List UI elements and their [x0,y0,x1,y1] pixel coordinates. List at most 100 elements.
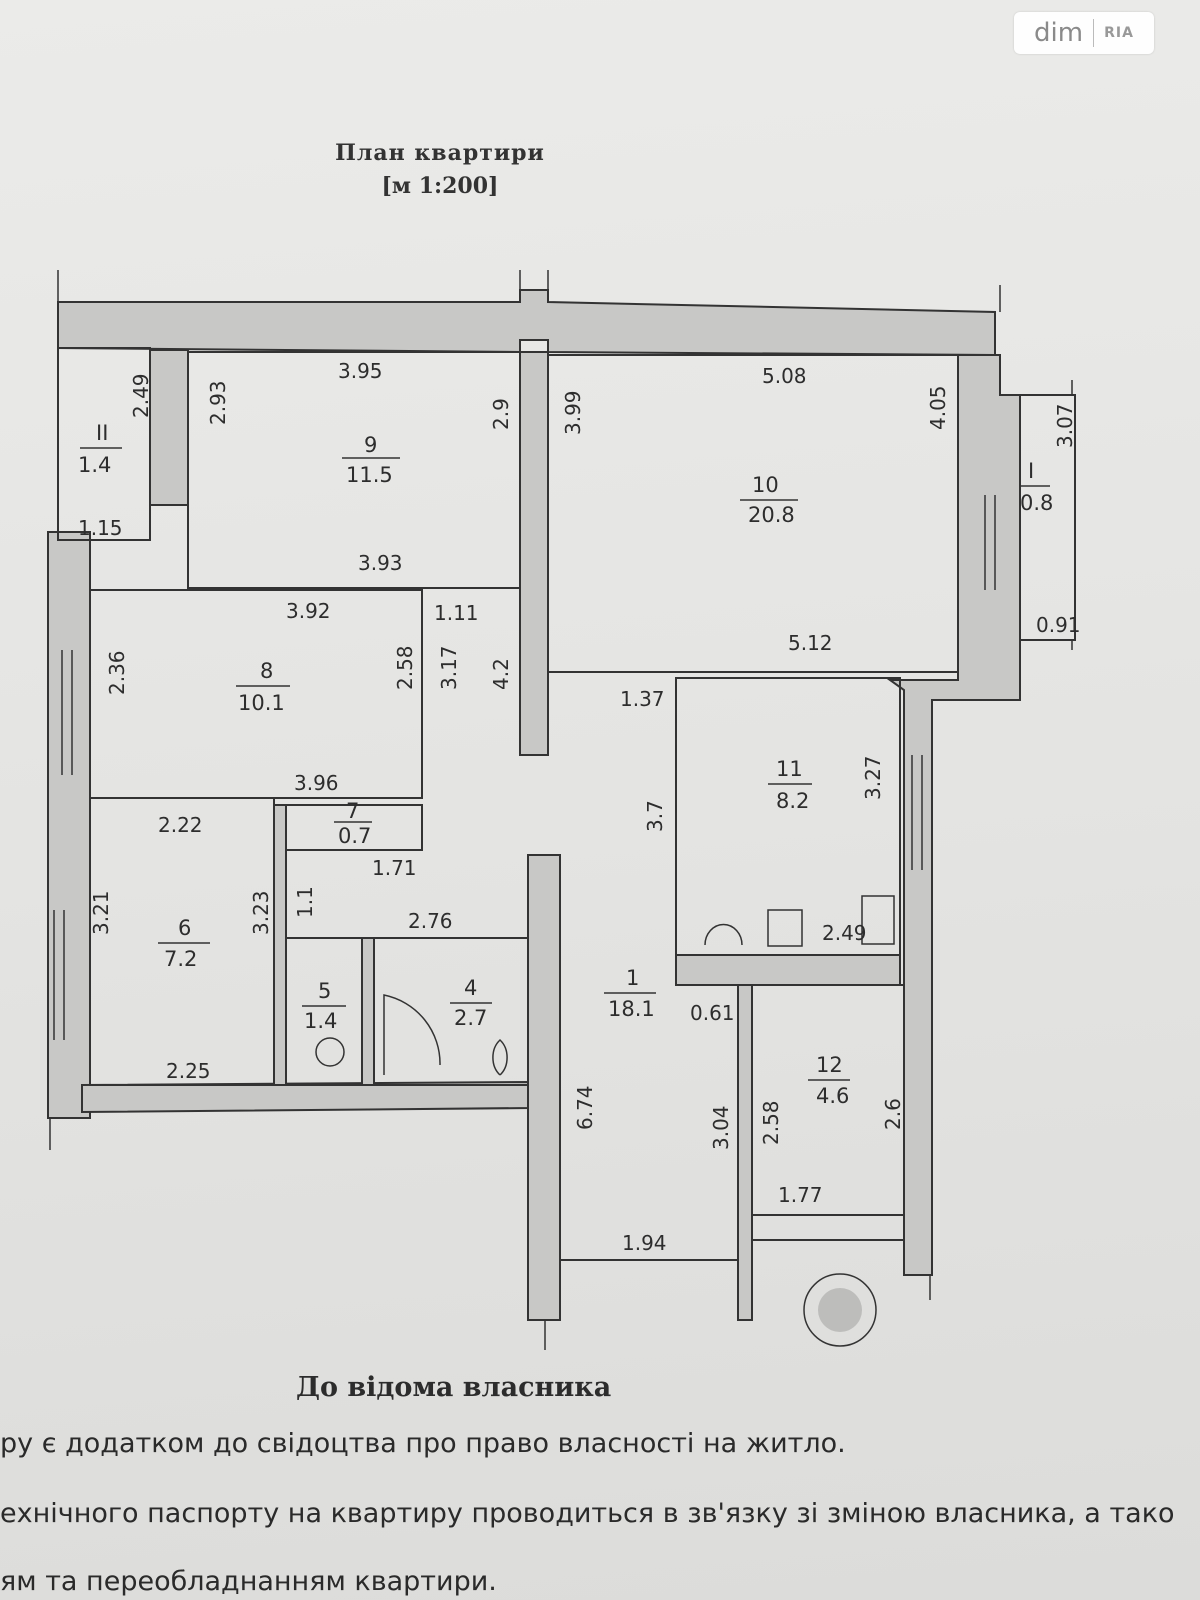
dim-label: 1.37 [620,687,665,711]
window-room-8 [61,650,73,775]
room-number: 11 [776,757,803,781]
watermark-brand-dim: dim [1034,18,1084,48]
dim-label: 5.12 [788,631,833,655]
dim-label: 3.96 [294,771,339,795]
dim-label: 0.61 [690,1001,735,1025]
dim-label: 3.23 [249,890,273,935]
owner-notice-line-1: ру є додатком до свідоцтва про право вла… [0,1428,846,1459]
dim-label: 2.22 [158,813,203,837]
wall-top [57,289,996,357]
outline-room-9 [187,351,521,589]
dim-label: 3.27 [861,755,885,800]
dim-label: 0.91 [1036,613,1081,637]
wall-left [47,531,91,1119]
outline-loggia [1010,394,1076,641]
dim-label: 3.7 [643,800,667,832]
dim-label: 2.49 [129,373,153,418]
wall-bottom-left [81,1080,531,1114]
wall-partition-closet [149,349,189,506]
dim-label: 2.9 [489,398,513,430]
watermark-brand-ria: RIA [1104,25,1134,41]
dim-label: 1.1 [293,886,317,918]
window-room-10 [984,495,996,590]
dim-label: 3.95 [338,359,383,383]
room-number: I [1028,459,1034,483]
wall-center-upper [519,351,549,756]
dim-label: 1.71 [372,856,417,880]
toilet-icon [315,1037,345,1067]
outline-room-closet [57,347,151,541]
room-area: 0.7 [338,824,371,848]
dim-label: 1.77 [778,1183,823,1207]
reference-ticks [49,270,1001,1350]
dim-label: 4.2 [489,658,513,690]
room-area: 0.8 [1020,491,1053,515]
room-number: 7 [346,799,359,823]
room-labels: II 1.4 9 11.5 10 20.8 I 0.8 8 10.1 11 8.… [78,421,1053,1108]
dim-label: 2.36 [105,650,129,695]
dim-label: 2.58 [393,645,417,690]
wall-partition-5-4 [361,937,375,1086]
room-area: 8.2 [776,789,809,813]
outline-room-7 [285,804,423,851]
walls [47,289,1021,1321]
room-outlines [57,347,1076,1261]
boiler-icon [861,895,895,945]
room-number: 5 [318,979,331,1003]
room-number: II [96,421,108,445]
dim-label: 4.05 [926,385,950,430]
room-number: 4 [464,976,477,1000]
dim-label: 3.21 [89,890,113,935]
dim-label: 2.49 [822,921,867,945]
outline-room-5 [285,937,363,1086]
room-area: 10.1 [238,691,285,715]
dim-label: 3.93 [358,551,403,575]
outline-room-8 [89,589,423,799]
shower-icon [383,994,441,1075]
dim-label: 1.94 [622,1231,667,1255]
watermark-separator [1093,19,1095,47]
wall-partition-6-5 [273,804,287,1086]
room-area: 7.2 [164,947,197,971]
wall-center-lower [527,854,561,1321]
room-number: 8 [260,659,273,683]
room-number: 10 [752,473,779,497]
room-area: 11.5 [346,463,393,487]
room-area: 4.6 [816,1084,849,1108]
outline-room-10 [547,354,959,673]
outline-room-12-shelf [751,1214,905,1241]
dim-label: 3.92 [286,599,331,623]
dim-label: 2.93 [206,380,230,425]
dim-label: 1.11 [434,601,479,625]
washbasin-icon [492,1038,508,1076]
dim-label: 1.15 [78,516,123,540]
dim-label: 2.25 [166,1059,211,1083]
room-area: 1.4 [304,1009,337,1033]
dim-label: 6.74 [573,1085,597,1130]
dim-label: 5.08 [762,364,807,388]
windows [53,495,996,1040]
dim-label: 3.07 [1053,403,1077,448]
room-area: 18.1 [608,997,655,1021]
room-number: 12 [816,1053,843,1077]
plan-scale: [м 1:200] [381,173,499,199]
owner-notice-line-2: ехнічного паспорту на квартиру проводить… [0,1498,1175,1529]
window-room-11 [911,755,923,870]
kitchen-sink-icon [704,923,743,946]
dim-label: 2.76 [408,909,453,933]
room-area: 2.7 [454,1006,487,1030]
wall-partition-1-12 [737,984,753,1321]
outline-room-4 [373,937,529,1086]
owner-notice-heading: До відома власника [296,1372,612,1403]
outline-room-11 [675,677,901,956]
dim-label: 2.58 [759,1100,783,1145]
outline-room-6 [89,797,275,1086]
watermark-logo: dim RIA [1014,12,1154,54]
wall-kitchen-bottom [675,954,901,986]
stove-icon [767,909,803,947]
owner-notice-line-3: ям та переобладнанням квартири. [0,1566,497,1597]
dim-label: 3.04 [709,1105,733,1150]
room-area: 20.8 [748,503,795,527]
